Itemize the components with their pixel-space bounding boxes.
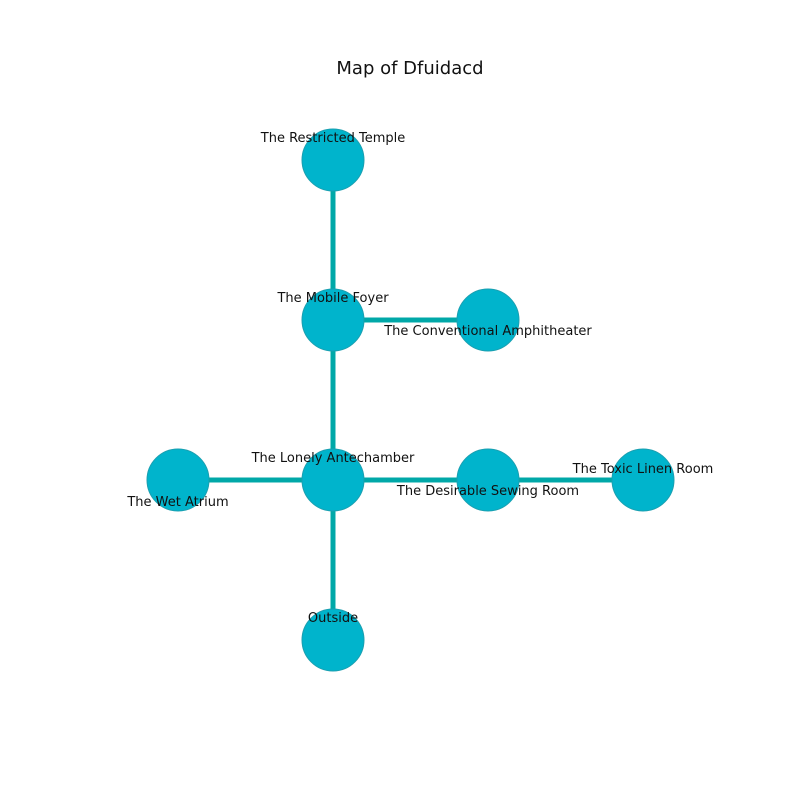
node-toxic-linen-room: [611, 448, 675, 512]
node-label-mobile-foyer: The Mobile Foyer: [276, 291, 389, 306]
node-label-conventional-amphitheater: The Conventional Amphitheater: [383, 324, 592, 339]
edges-layer: [178, 160, 643, 640]
node-label-outside: Outside: [308, 611, 358, 626]
node-outside: [301, 608, 365, 672]
node-label-desirable-sewing-room: The Desirable Sewing Room: [396, 484, 579, 499]
node-restricted-temple: [301, 128, 365, 192]
node-label-lonely-antechamber: The Lonely Antechamber: [251, 451, 415, 466]
node-label-toxic-linen-room: The Toxic Linen Room: [572, 462, 714, 477]
node-lonely-antechamber: [301, 448, 365, 512]
node-label-wet-atrium: The Wet Atrium: [126, 495, 228, 510]
node-label-restricted-temple: The Restricted Temple: [260, 131, 405, 146]
map-title: Map of Dfuidacd: [336, 58, 483, 79]
node-wet-atrium: [146, 448, 210, 512]
node-mobile-foyer: [301, 288, 365, 352]
node-desirable-sewing-room: [456, 448, 520, 512]
node-conventional-amphitheater: [456, 288, 520, 352]
nodes-layer: [146, 128, 675, 672]
